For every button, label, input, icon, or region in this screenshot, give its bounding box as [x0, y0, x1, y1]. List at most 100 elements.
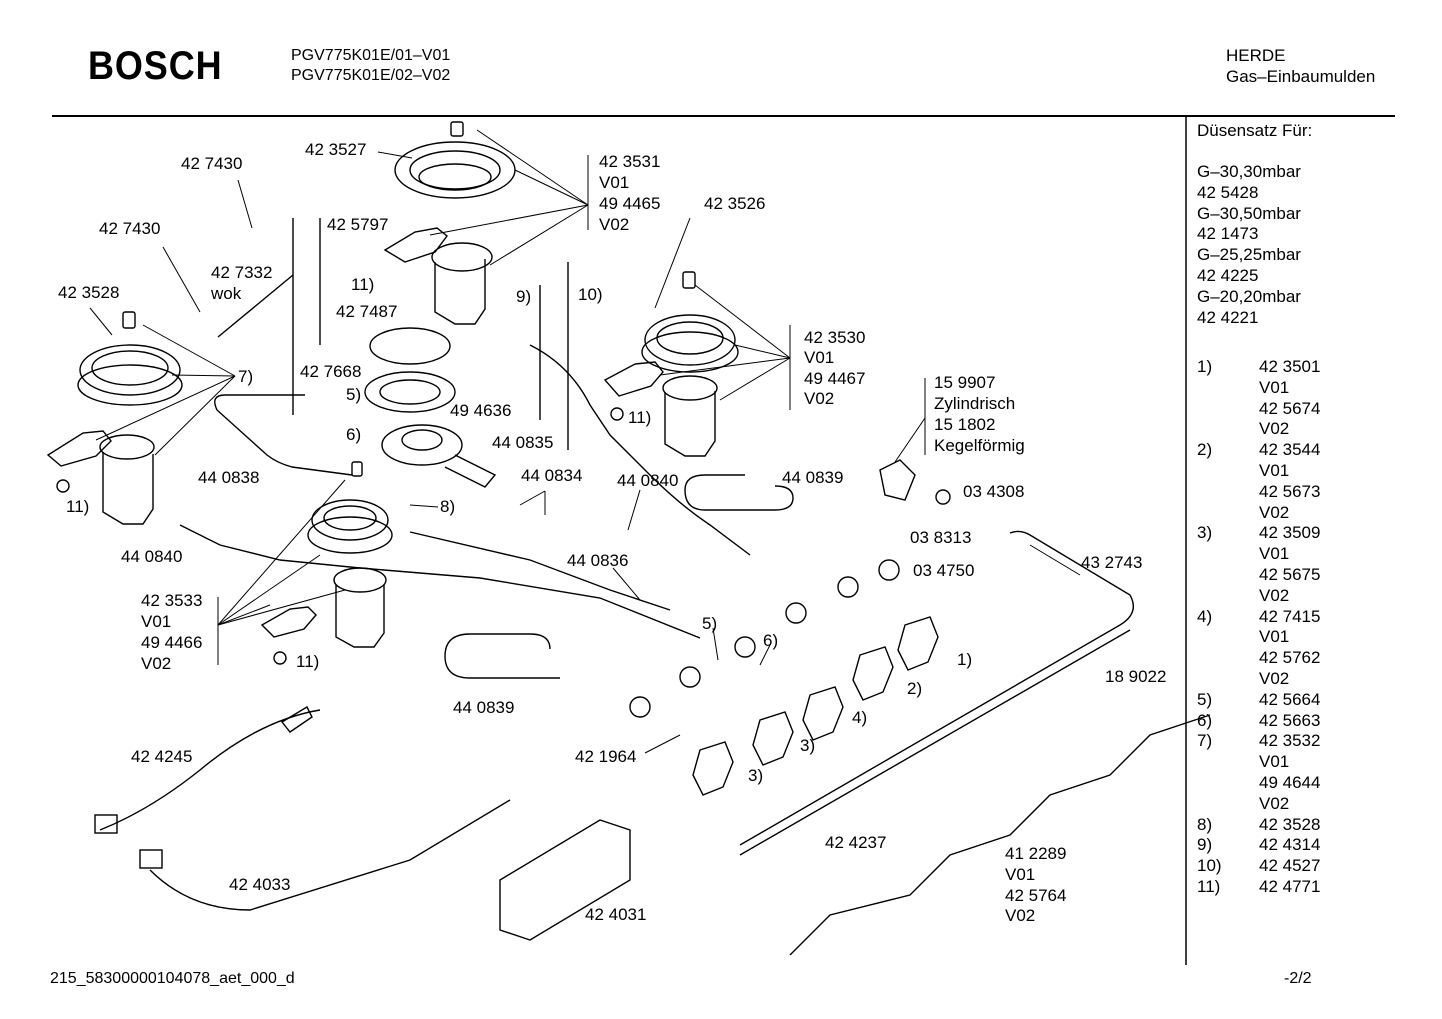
part-label: 4)	[852, 708, 867, 727]
footnote-value: V02	[1259, 419, 1290, 439]
part-label: 49 4466	[141, 633, 202, 652]
part-label: V02	[141, 654, 171, 673]
footnote-number: 9)	[1197, 835, 1213, 855]
part-label: 03 4750	[913, 561, 974, 580]
category-subtitle: Gas–Einbaumulden	[1226, 67, 1376, 86]
part-label: V02	[1005, 906, 1035, 925]
footnote-value: 49 4644	[1259, 772, 1321, 792]
leader-lines	[89, 129, 1081, 754]
part-label: 41 2289	[1005, 844, 1066, 863]
part-label: 49 4467	[804, 369, 865, 388]
footnote-value: V01	[1259, 377, 1290, 397]
footnote-number: 2)	[1197, 440, 1213, 460]
footnote-number: 6)	[1197, 710, 1213, 730]
footnote-entry: 11) 42 4771	[1197, 877, 1387, 898]
part-label: 11)	[296, 652, 319, 671]
nozzle-item: 42 1473	[1197, 224, 1259, 244]
part-label: 11)	[66, 497, 89, 516]
footnote-number: 11)	[1197, 876, 1221, 896]
part-label: 11)	[628, 408, 651, 427]
part-label: 42 3527	[305, 140, 366, 159]
callout-labels: 42 3527 42 7430 42 5797 42 3531 V01 49 4…	[58, 140, 1166, 925]
part-label: 43 2743	[1081, 553, 1142, 572]
part-label: 42 3533	[141, 591, 202, 610]
part-label: 42 4031	[585, 905, 646, 924]
footnote-entry: 7) 42 3532 V01 49 4644 V02	[1197, 731, 1387, 814]
part-label: 42 7668	[300, 362, 361, 381]
part-label: 42 4033	[229, 875, 290, 894]
nozzle-item: G–30,50mbar	[1197, 203, 1301, 223]
part-label: V01	[1005, 865, 1035, 884]
nozzle-item: G–30,30mbar	[1197, 162, 1301, 181]
footnote-value: V01	[1259, 544, 1290, 564]
footnote-value: 42 3532	[1259, 731, 1321, 751]
part-label: 3)	[800, 736, 815, 755]
part-label: 2)	[907, 679, 922, 698]
part-label: 42 3526	[704, 194, 765, 213]
footnote-entry: 6) 42 5663	[1197, 711, 1387, 732]
part-label: 44 0839	[782, 468, 843, 487]
part-label: 42 7332	[211, 263, 272, 282]
part-label: 42 7430	[181, 154, 242, 173]
footnote-value: V01	[1259, 752, 1290, 772]
nozzle-item: G–25,25mbar	[1197, 245, 1301, 265]
part-label: 42 5764	[1005, 886, 1066, 905]
part-label: 8)	[440, 497, 455, 516]
footnote-entry: 5) 42 5664	[1197, 690, 1387, 711]
footnote-entry: 4) 42 7415 V01 42 5762 V02	[1197, 607, 1387, 690]
part-label: 18 9022	[1105, 667, 1166, 686]
part-label: 42 1964	[575, 747, 636, 766]
part-label: 42 5797	[327, 215, 388, 234]
part-label: 15 1802	[934, 415, 995, 434]
footnote-number: 8)	[1197, 814, 1213, 834]
footnote-entry: 1) 42 3501 V01 42 5674 V02	[1197, 357, 1387, 440]
footnote-value: V02	[1259, 668, 1290, 688]
footnote-value: 42 3501	[1259, 357, 1321, 376]
nozzle-set-title: Düsensatz Für:	[1197, 121, 1313, 140]
footnote-entry: 8) 42 3528	[1197, 815, 1387, 836]
model-number-2: PGV775K01E/02–V02	[291, 67, 451, 84]
part-label: 42 4237	[825, 833, 886, 852]
part-label: 1)	[957, 650, 972, 669]
footnote-value: 42 5673	[1259, 481, 1321, 501]
part-label: V01	[141, 612, 171, 631]
footnote-value: 42 5664	[1259, 689, 1321, 709]
part-label: 44 0834	[521, 466, 582, 485]
part-label: 49 4636	[450, 401, 511, 420]
brand-logo: BOSCH	[88, 44, 223, 88]
part-label: Kegelförmig	[934, 436, 1025, 455]
part-label: 6)	[346, 425, 361, 444]
part-label: 10)	[578, 285, 603, 304]
footnote-number: 7)	[1197, 731, 1213, 751]
nozzle-item: 42 4225	[1197, 265, 1259, 285]
footnote-value: 42 5762	[1259, 648, 1321, 668]
part-label: 3)	[748, 766, 763, 785]
part-label: Zylindrisch	[934, 394, 1015, 413]
footnote-entry: 3) 42 3509 V01 42 5675 V02	[1197, 523, 1387, 606]
part-label: 42 4245	[131, 747, 192, 766]
footnote-entry: 2) 42 3544 V01 42 5673 V02	[1197, 440, 1387, 523]
footnote-value: V02	[1259, 793, 1290, 813]
part-label: 44 0838	[198, 468, 259, 487]
part-label: 42 7487	[336, 302, 397, 321]
model-number-1: PGV775K01E/01–V01	[291, 47, 451, 64]
part-label: 44 0835	[492, 433, 553, 452]
nozzle-set-list: G–30,30mbar 42 5428 G–30,50mbar 42 1473 …	[1197, 162, 1301, 328]
nozzle-item: 42 4221	[1197, 307, 1259, 327]
part-label: 15 9907	[934, 373, 995, 392]
footnote-number: 4)	[1197, 606, 1213, 626]
part-label: 44 0839	[453, 698, 514, 717]
footnote-value: 42 3509	[1259, 523, 1321, 543]
part-label: 44 0836	[567, 551, 628, 570]
part-label: 5)	[346, 385, 361, 404]
nozzle-item: 42 5428	[1197, 182, 1259, 202]
footnote-number: 5)	[1197, 689, 1213, 709]
nozzle-item: G–20,20mbar	[1197, 286, 1301, 306]
part-label: V01	[804, 348, 834, 367]
part-label: 44 0840	[121, 547, 182, 566]
footnote-value: V02	[1259, 502, 1290, 522]
footnote-value: 42 7415	[1259, 606, 1321, 626]
document-id: 215_58300000104078_aet_000_d	[50, 970, 295, 987]
part-label: 42 3528	[58, 283, 119, 302]
